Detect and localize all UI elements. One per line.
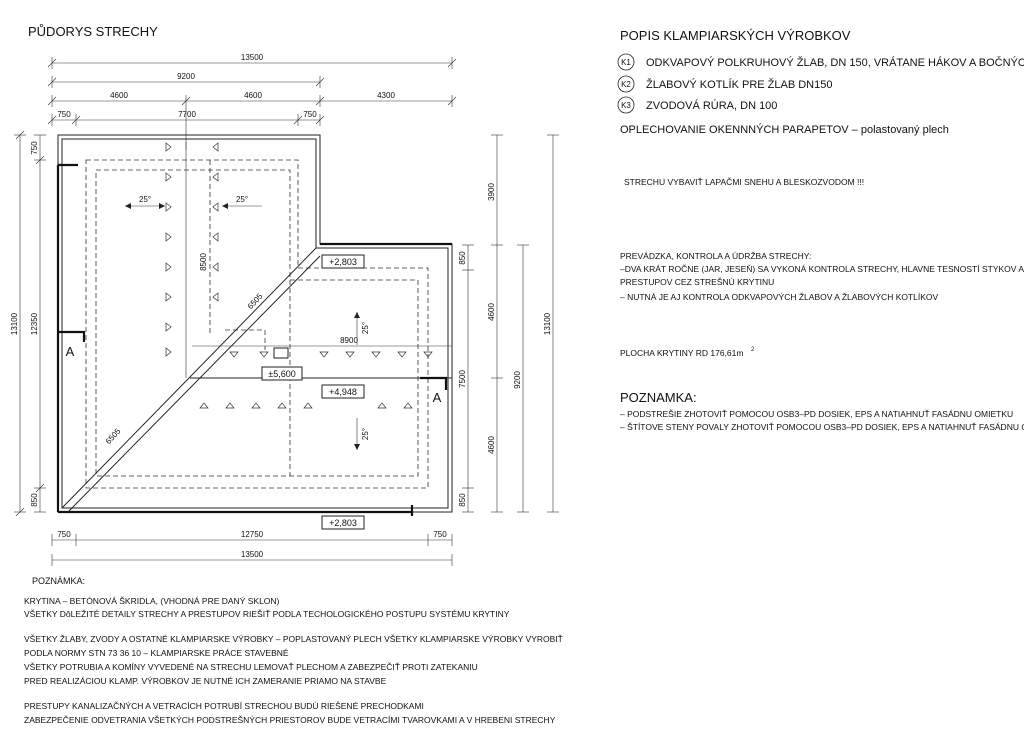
dim-right-7500: 7500 <box>458 370 467 388</box>
dim-left-850: 850 <box>30 493 39 507</box>
poznamka-bottom-line-10: ZABEZPEČENIE ODVETRANIA VŠETKÝCH PODSTRE… <box>24 715 556 725</box>
left-dimensions: 13100 750 12350 850 <box>10 130 46 517</box>
level-label-4: +2,803 <box>329 518 357 528</box>
level-label-3: +4,948 <box>329 387 357 397</box>
dim-top-750-a: 750 <box>57 110 71 119</box>
dim-right-850-b: 850 <box>458 493 467 507</box>
slope-label-1: 25° <box>139 195 151 204</box>
popis-oplech: OPLECHOVANIE OKENNNÝCH PARAPETOV – polas… <box>620 123 949 136</box>
dim-top-4600-a: 4600 <box>110 91 128 100</box>
section-markers: A A <box>58 330 448 405</box>
poznamka-bottom-line-2: VŠETKY DôLEŽITÉ DETAILY STRECHY A PRESTU… <box>24 609 510 619</box>
poznamka-bottom-section: POZNÁMKA: KRYTINA – BETÓNOVÁ ŠKRIDLA, (V… <box>24 576 563 725</box>
dim-bottom-750-a: 750 <box>57 530 71 539</box>
dim-left-13100: 13100 <box>10 312 19 335</box>
poznamka-bottom-line-7: PRED REALIZÁCIOU KLAMP. VÝROBKOV JE NUTN… <box>24 676 387 686</box>
level-label-1: +2,803 <box>329 257 357 267</box>
dim-top-13500: 13500 <box>241 53 264 62</box>
dim-top-4600-b: 4600 <box>244 91 262 100</box>
poznamka-bottom-line-6: VŠETKY POTRUBIA A KOMÍNY VYVEDENÉ NA STR… <box>24 662 478 672</box>
maintenance-section: PREVÁDZKA, KONTROLA A ÚDRŽBA STRECHY: –D… <box>620 251 1024 302</box>
poznamka-bottom-line-1: KRYTINA – BETÓNOVÁ ŠKRIDLA, (VHODNÁ PRE … <box>24 596 280 606</box>
dim-right-850-a: 850 <box>458 251 467 265</box>
dim-inner-8900: 8900 <box>340 336 358 345</box>
dim-bottom-750-b: 750 <box>433 530 447 539</box>
top-dimensions: 13500 9200 4600 4600 4300 750 7700 750 <box>47 53 457 150</box>
slope-label-4: 25° <box>361 428 370 440</box>
poznamka-right-heading: POZNAMKA: <box>620 390 697 405</box>
poznamka-bottom-heading: POZNÁMKA: <box>32 576 85 586</box>
dim-left-750: 750 <box>30 141 39 155</box>
slope-label-3: 25° <box>361 322 370 334</box>
dim-bottom-13500: 13500 <box>241 550 264 559</box>
dim-right-9200: 9200 <box>513 371 522 389</box>
popis-code-k2: K2 <box>621 80 631 89</box>
dim-top-7700: 7700 <box>178 110 196 119</box>
poznamka-right-line-2: – ŠTÍTOVE STENY POVALY ZHOTOVIŤ POMOCOU … <box>620 422 1024 432</box>
maintenance-line-3: PRESTUPOV CEZ STREŠNÚ KRYTINU <box>620 277 774 287</box>
poznamka-bottom-line-5: PODLA NORMY STN 73 36 10 – KLAMPIARSKE P… <box>24 648 289 658</box>
poznamka-bottom-line-9: PRESTUPY KANALIZAČNÝCH A VETRACÍCH POTRU… <box>24 701 424 711</box>
dim-diag-6505-a: 6505 <box>246 291 265 311</box>
popis-code-k1: K1 <box>621 58 631 67</box>
popis-section: POPIS KLAMPIARSKÝCH VÝROBKOV K1 ODKVAPOV… <box>617 28 1024 136</box>
poznamka-bottom-line-4: VŠETKY ŽLABY, ZVODY A OSTATNÉ KLAMPIARSK… <box>24 634 563 644</box>
dim-bottom-12750: 12750 <box>241 530 264 539</box>
chimney-marker <box>273 347 289 359</box>
poznamka-right-section: POZNAMKA: – PODSTREŠIE ZHOTOVIŤ POMOCOU … <box>620 390 1024 432</box>
dim-top-4300: 4300 <box>377 91 395 100</box>
dim-right-4600-b: 4600 <box>487 436 496 454</box>
poznamka-right-line-1: – PODSTREŠIE ZHOTOVIŤ POMOCOU OSB3–PD DO… <box>620 409 1013 419</box>
area-section: PLOCHA KRYTINY RD 176,61m 2 <box>620 347 755 358</box>
section-a-left: A <box>66 344 75 359</box>
drawing-title: PŮDORYS STRECHY <box>28 24 158 39</box>
maintenance-line-4: – NUTNÁ JE AJ KONTROLA ODKVAPOVÝCH ŽLABO… <box>620 292 939 302</box>
snow-note: STRECHU VYBAVIŤ LAPAČMI SNEHU A BLESKOZV… <box>624 177 864 187</box>
area-label: PLOCHA KRYTINY RD 176,61m <box>620 348 743 358</box>
level-labels: +2,803 ±5,600 +4,948 +2,803 <box>261 254 365 530</box>
dim-top-750-b: 750 <box>303 110 317 119</box>
slope-label-2: 25° <box>236 195 248 204</box>
area-sup: 2 <box>751 347 755 353</box>
dim-top-9200: 9200 <box>177 72 195 81</box>
roof-outline <box>56 134 453 516</box>
snow-guards <box>165 142 433 409</box>
dim-diag-6505-b: 6505 <box>104 426 123 446</box>
popis-heading: POPIS KLAMPIARSKÝCH VÝROBKOV <box>620 28 851 43</box>
dim-left-12350: 12350 <box>30 312 39 335</box>
maintenance-line-1: PREVÁDZKA, KONTROLA A ÚDRŽBA STRECHY: <box>620 251 811 261</box>
popis-code-k3: K3 <box>621 101 631 110</box>
maintenance-line-2: –DVA KRÁT ROČNE (JAR, JESEŇ) SA VYKONÁ K… <box>620 264 1024 274</box>
popis-text-k2: ŽLABOVÝ KOTLÍK PRE ŽLAB DN150 <box>646 78 832 91</box>
right-dimensions: 850 7500 850 3900 4600 4600 9200 13100 <box>458 134 559 513</box>
dim-right-13100: 13100 <box>543 312 552 335</box>
dim-inner-8500: 8500 <box>199 253 208 271</box>
section-a-right: A <box>433 390 442 405</box>
popis-text-k3: ZVODOVÁ RÚRA, DN 100 <box>646 99 777 112</box>
popis-text-k1: ODKVAPOVÝ POLKRUHOVÝ ŽLAB, DN 150, VRÁTA… <box>646 56 1024 69</box>
dim-right-3900: 3900 <box>487 183 496 201</box>
dim-right-4600-a: 4600 <box>487 303 496 321</box>
wall-lines <box>85 159 429 489</box>
bottom-dimensions: 750 12750 750 13500 <box>51 530 453 566</box>
slope-markers: 25° 25° 25° 25° <box>125 195 370 450</box>
hip-ridge <box>61 142 452 513</box>
level-label-2: ±5,600 <box>268 369 295 379</box>
